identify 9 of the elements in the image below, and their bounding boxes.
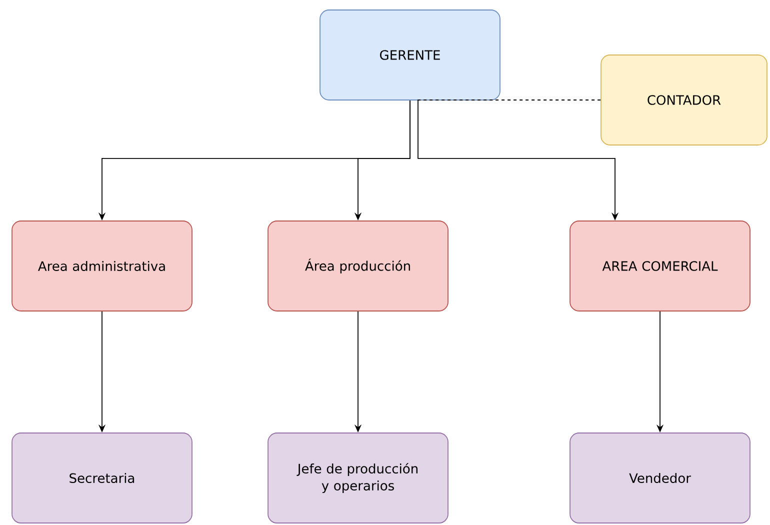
accountant-box: CONTADOR [600, 54, 768, 146]
department-box: Área producción [268, 220, 448, 312]
department-box: AREA COMERCIAL [570, 220, 750, 312]
manager-box: GERENTE [320, 10, 500, 100]
staff-box: Vendedor [570, 432, 750, 524]
connector-line [418, 100, 601, 101]
staff-box: Jefe de producción y operarios [268, 432, 448, 524]
department-box: Area administrativa [12, 220, 192, 312]
staff-box: Secretaria [12, 432, 192, 524]
